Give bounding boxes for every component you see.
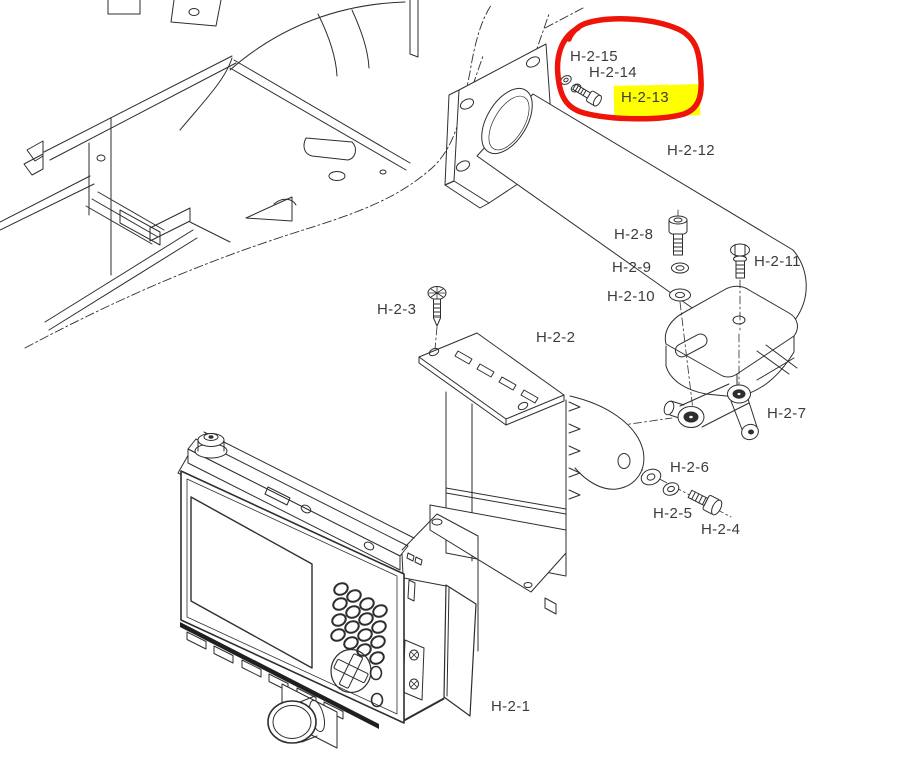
part-label-h-2-11: H-2-11 — [754, 253, 801, 270]
mounting-arm — [444, 43, 807, 343]
pivot-housing — [664, 285, 798, 398]
part-label-h-2-15: H-2-15 — [570, 48, 618, 65]
part-label-h-2-7: H-2-7 — [767, 405, 807, 422]
mounting-bracket — [418, 286, 645, 615]
part-label-h-2-12: H-2-12 — [667, 142, 715, 159]
part-label-h-2-9: H-2-9 — [612, 259, 652, 276]
part-label-h-2-3: H-2-3 — [377, 301, 417, 318]
part-label-h-2-10: H-2-10 — [607, 288, 655, 305]
part-label-h-2-5: H-2-5 — [653, 505, 693, 522]
part-label-h-2-1: H-2-1 — [491, 698, 531, 715]
part-label-h-2-13: H-2-13 — [621, 89, 669, 106]
link-arm — [663, 383, 759, 441]
lower-fasteners — [640, 468, 723, 516]
part-label-h-2-4: H-2-4 — [701, 521, 741, 538]
part-label-h-2-6: H-2-6 — [670, 459, 710, 476]
part-label-h-2-2: H-2-2 — [536, 329, 576, 346]
pivot-fasteners — [668, 215, 750, 302]
part-label-h-2-14: H-2-14 — [589, 64, 637, 81]
console-chassis-lineart — [0, 0, 419, 331]
display-unit — [177, 431, 479, 749]
part-label-h-2-8: H-2-8 — [614, 226, 654, 243]
